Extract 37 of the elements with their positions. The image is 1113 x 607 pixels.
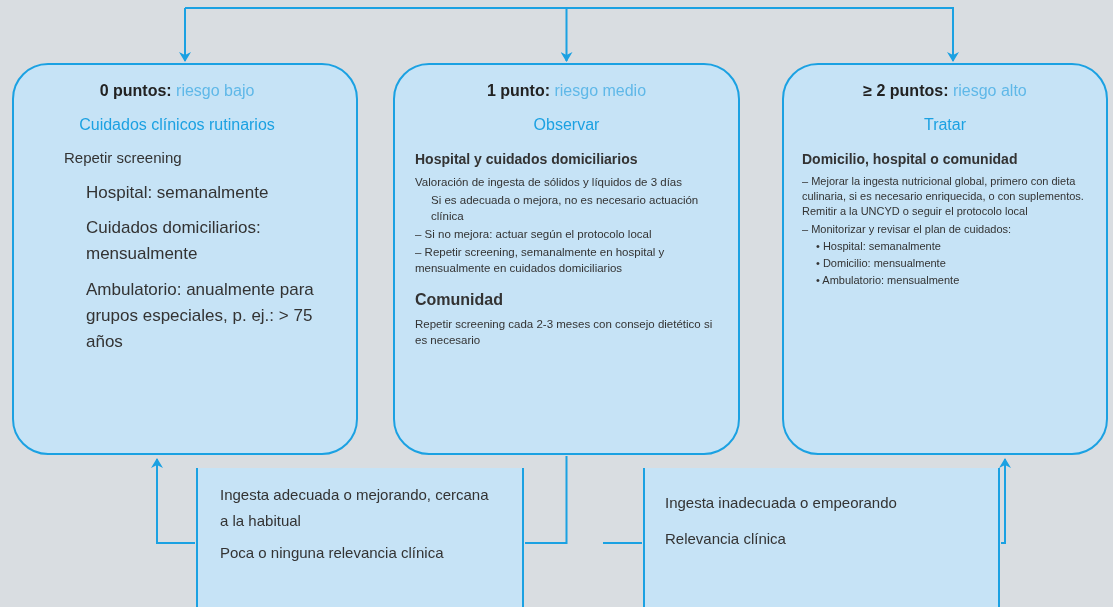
box-text: • Domicilio: mensualmente bbox=[815, 256, 947, 271]
box-text: Hospital: semanalmente bbox=[85, 181, 270, 204]
box-text: Ingesta adecuada o mejorando, cercana a la habitual bbox=[220, 485, 490, 531]
box-text: Repetir screening bbox=[63, 148, 183, 168]
box-text: • Ambulatorio: mensualmente bbox=[815, 273, 961, 288]
box-text: Observar bbox=[532, 115, 601, 135]
box-text: Cuidados domiciliarios: mensualmente bbox=[85, 217, 262, 265]
note-box bbox=[196, 468, 524, 607]
box-text: Poca o ninguna relevancia clínica bbox=[220, 543, 445, 563]
connector-arrow bbox=[564, 7, 959, 62]
box-text: Domicilio, hospital o comunidad bbox=[802, 150, 1019, 169]
box-text: Relevancia clínica bbox=[665, 529, 787, 549]
box-text: – Si no mejora: actuar según el protocolo local bbox=[415, 227, 653, 242]
box-text: Tratar bbox=[922, 115, 968, 135]
connector-arrow bbox=[179, 7, 191, 62]
connector-arrow bbox=[151, 458, 196, 544]
risk-box bbox=[782, 63, 1108, 455]
box-text: Ingesta inadecuada o empeorando bbox=[665, 493, 898, 513]
connector-arrow bbox=[999, 458, 1011, 544]
box-text: Repetir screening cada 2-3 meses con consejo dietético si es necesario bbox=[415, 317, 714, 348]
risk-box bbox=[12, 63, 358, 455]
box-text: – Repetir screening, semanalmente en hospital y mensualmente en cuidados domiciliarios bbox=[415, 245, 666, 276]
box-text: 1 punto: riesgo medio bbox=[485, 81, 648, 101]
box-text: Cuidados clínicos rutinarios bbox=[78, 115, 276, 135]
box-text: Si es adecuada o mejora, no es necesario actuación clínica bbox=[430, 193, 700, 224]
risk-box bbox=[393, 63, 740, 455]
box-text: Comunidad bbox=[415, 290, 504, 310]
box-text: Ambulatorio: anualmente para grupos especiales, p. ej.: > 75 años bbox=[85, 279, 315, 353]
connector-arrow bbox=[184, 7, 573, 62]
box-text: – Monitorizar y revisar el plan de cuidados: bbox=[802, 222, 1013, 237]
box-text: 0 puntos: riesgo bajo bbox=[98, 81, 256, 101]
note-box bbox=[643, 468, 1000, 607]
box-text: – Mejorar la ingesta nutricional global, primero con dieta culinaria, si es necesario enriquecida, o con suplementos. Remitir a la UNCYD o seguir el protocolo local bbox=[802, 174, 1085, 219]
box-text: Valoración de ingesta de sólidos y líquidos de 3 días bbox=[415, 175, 683, 190]
box-text: • Hospital: semanalmente bbox=[815, 239, 942, 254]
box-text: ≥ 2 puntos: riesgo alto bbox=[862, 81, 1028, 101]
box-text: Hospital y cuidados domiciliarios bbox=[415, 150, 639, 169]
